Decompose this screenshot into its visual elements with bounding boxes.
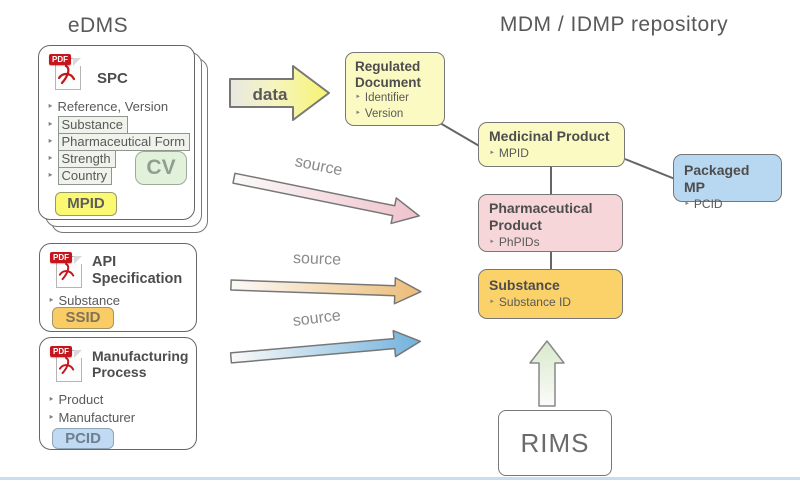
substance-attr: Substance ID — [489, 294, 612, 310]
medicinal-product-attr: MPID — [489, 145, 614, 161]
pdf-icon: PDF — [50, 252, 82, 290]
mfg-attribute: Product — [48, 392, 104, 407]
spc-attribute: Substance — [47, 116, 128, 134]
acrobat-swirl-icon — [59, 263, 75, 281]
spc-attribute: Pharmaceutical Form — [47, 133, 191, 151]
substance-box: Substance Substance ID — [478, 269, 623, 319]
medicinal-product-box: Medicinal Product MPID — [478, 122, 625, 167]
mdm-idmp-title: MDM / IDMP repository — [499, 13, 729, 36]
pharmaceutical-product-attr: PhPIDs — [489, 234, 612, 250]
acrobat-swirl-icon — [59, 357, 75, 375]
regulated-document-title: Regulated Document — [355, 59, 422, 91]
substance-title: Substance — [489, 277, 560, 293]
edms-title: eDMS — [67, 14, 129, 37]
source-arrow-blue — [229, 329, 422, 364]
pdf-badge: PDF — [49, 54, 71, 65]
data-arrow-label: data — [252, 85, 288, 104]
mfg-card-title: Manufacturing Process — [92, 348, 189, 381]
packaged-mp-box: Packaged MP PCID — [673, 154, 782, 211]
rims-box: RIMS — [498, 410, 612, 476]
manufacturing-process-card: PDF Manufacturing Process Product Manufa… — [39, 337, 197, 450]
pcid-chip: PCID — [52, 428, 114, 449]
rims-label: RIMS — [520, 427, 590, 458]
api-card-title: API Specification — [92, 254, 183, 287]
regulated-document-attr: Version — [355, 107, 435, 123]
source-arrow-pink — [232, 172, 420, 225]
rims-up-arrow — [529, 340, 565, 407]
packaged-mp-title: Packaged MP — [684, 162, 750, 195]
pharmaceutical-product-title: Pharmaceutical Product — [489, 200, 593, 233]
data-arrow — [229, 65, 330, 121]
mpid-chip: MPID — [55, 192, 117, 216]
source-label: source — [292, 250, 342, 269]
pdf-icon: PDF — [50, 346, 82, 384]
acrobat-swirl-icon — [58, 65, 76, 85]
mfg-attribute: Manufacturer — [48, 410, 136, 425]
pdf-badge: PDF — [50, 252, 72, 263]
regulated-document-box: Regulated Document Identifier Version — [345, 52, 445, 126]
spc-card-title: SPC — [97, 70, 128, 87]
spc-document-card: PDF SPC Reference, Version Substance Pha… — [38, 45, 195, 220]
api-attribute: Substance — [48, 293, 120, 308]
source-arrow-orange — [230, 277, 422, 305]
pdf-badge: PDF — [50, 346, 72, 357]
packaged-mp-attr: PCID — [684, 196, 771, 212]
spc-attribute: Country — [47, 167, 113, 185]
controlled-vocabulary-chip: CV — [135, 151, 187, 185]
api-specification-card: PDF API Specification Substance SSID — [39, 243, 197, 332]
regulated-document-attr: Identifier — [355, 91, 435, 107]
pharmaceutical-product-box: Pharmaceutical Product PhPIDs — [478, 194, 623, 252]
source-label: source — [291, 307, 342, 330]
ssid-chip: SSID — [52, 307, 114, 329]
spc-attribute: Strength — [47, 150, 116, 168]
spc-attribute: Reference, Version — [47, 99, 169, 114]
slide-bottom-border — [0, 477, 800, 480]
pdf-icon: PDF — [49, 54, 85, 96]
medicinal-product-title: Medicinal Product — [489, 128, 610, 144]
